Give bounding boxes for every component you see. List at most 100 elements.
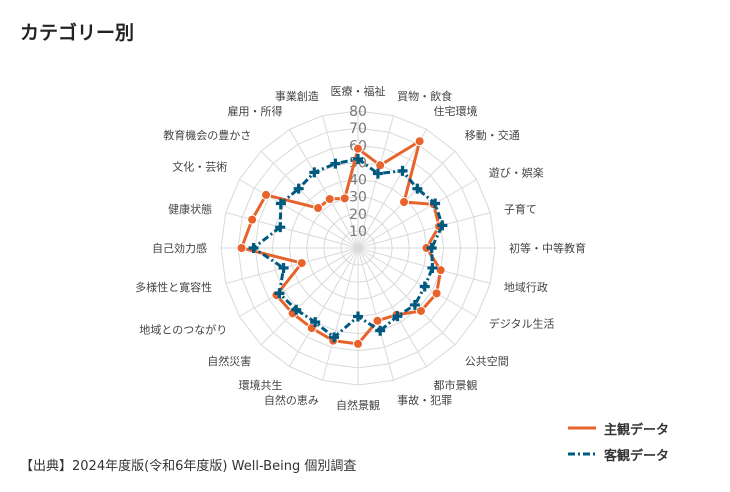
grid-spoke <box>225 212 359 249</box>
data-point <box>353 311 363 322</box>
category-label: 事業創造 <box>275 89 319 103</box>
data-point <box>419 281 430 292</box>
grid-spoke <box>357 247 491 284</box>
category-label: 住宅環境 <box>434 104 478 118</box>
data-point <box>392 311 403 322</box>
data-point <box>430 198 441 209</box>
category-label: 子育て <box>504 202 537 216</box>
series-layer <box>236 136 448 349</box>
data-point <box>426 243 437 253</box>
data-point <box>353 338 363 349</box>
data-point <box>375 325 386 336</box>
category-label: 移動・交通 <box>465 128 520 142</box>
category-label: 都市景観 <box>434 378 478 392</box>
legend: 主観データ 客観データ <box>568 417 669 469</box>
data-point <box>275 198 286 209</box>
data-point <box>324 194 335 205</box>
data-point <box>372 315 383 326</box>
category-label: 公共空間 <box>465 354 509 368</box>
data-point <box>329 332 340 343</box>
data-point <box>435 265 446 276</box>
series-line <box>240 139 443 346</box>
category-label: 自然災害 <box>207 354 251 368</box>
radial-tick-label: 80 <box>349 104 367 120</box>
grid-spoke <box>289 247 359 367</box>
radial-tick-label: 30 <box>349 190 367 206</box>
grid-spoke <box>322 247 359 381</box>
category-label: 多様性と寛容性 <box>135 280 212 294</box>
grid-spoke <box>260 150 359 249</box>
data-point <box>275 222 286 233</box>
grid-spoke <box>357 247 456 346</box>
grid-spoke <box>357 212 491 249</box>
legend-label-subjective: 主観データ <box>604 422 670 438</box>
data-point <box>309 167 320 178</box>
legend-item-subjective: 主観データ <box>568 417 669 439</box>
grid-spoke <box>260 247 359 346</box>
grid-spoke <box>357 247 427 367</box>
category-label: デジタル生活 <box>489 317 555 331</box>
data-point <box>296 258 307 269</box>
legend-swatch-objective <box>568 452 596 456</box>
category-label: 自然景観 <box>336 398 380 412</box>
grid-spoke <box>225 247 359 284</box>
chart-title: カテゴリー別 <box>20 22 135 44</box>
data-point <box>409 299 420 310</box>
category-label: 地域とのつながり <box>139 323 227 337</box>
category-label: 医療・福祉 <box>331 84 386 98</box>
series-subjective <box>236 136 446 349</box>
grid-spoke <box>357 115 394 249</box>
category-label: 事故・犯罪 <box>397 393 452 407</box>
data-point <box>236 243 247 253</box>
category-label: 買物・飲食 <box>397 89 452 103</box>
data-point <box>431 288 442 299</box>
grid-spoke <box>357 247 394 381</box>
category-label: 教育機会の豊かさ <box>163 128 251 142</box>
grid-spoke <box>239 247 359 317</box>
radial-tick-label: 20 <box>349 207 367 223</box>
data-point <box>293 183 304 194</box>
data-point <box>247 214 258 225</box>
category-label: 文化・芸術 <box>172 160 227 174</box>
data-point <box>415 305 426 316</box>
data-point <box>353 153 363 164</box>
legend-item-objective: 客観データ <box>568 443 669 465</box>
category-label: 健康状態 <box>168 202 212 216</box>
data-point <box>412 183 423 194</box>
data-point <box>278 262 289 273</box>
grid-spoke <box>357 247 477 317</box>
data-point <box>397 165 408 176</box>
category-label: 自己効力感 <box>152 241 207 255</box>
radial-tick-label: 40 <box>349 173 367 189</box>
grid-spoke <box>357 129 427 249</box>
data-point <box>310 317 321 328</box>
data-point <box>437 220 448 231</box>
legend-label-objective: 客観データ <box>604 448 670 464</box>
grid-spoke <box>289 129 359 249</box>
data-point <box>291 304 302 315</box>
radial-tick-label: 70 <box>349 121 367 137</box>
data-point <box>372 168 383 179</box>
category-label: 雇用・所得 <box>228 104 283 118</box>
grid-spoke <box>357 179 477 249</box>
data-point <box>274 288 285 299</box>
category-label: 初等・中等教育 <box>509 241 586 255</box>
data-point <box>261 189 272 200</box>
category-label: 地域行政 <box>504 280 548 294</box>
legend-swatch-subjective <box>568 426 596 430</box>
data-point <box>414 136 425 147</box>
data-point <box>330 158 341 169</box>
series-objective <box>248 153 448 343</box>
grid-spoke <box>239 179 359 249</box>
data-point <box>313 203 324 214</box>
category-labels: 医療・福祉買物・飲食住宅環境移動・交通遊び・娯楽子育て初等・中等教育地域行政デジ… <box>135 84 586 412</box>
data-point <box>399 196 410 207</box>
data-point <box>248 243 259 253</box>
category-label: 自然の恵み <box>264 393 319 407</box>
data-point <box>353 143 363 154</box>
data-point <box>375 160 386 171</box>
data-point <box>339 193 350 204</box>
data-point <box>427 262 438 273</box>
radial-tick-label: 10 <box>349 224 367 240</box>
